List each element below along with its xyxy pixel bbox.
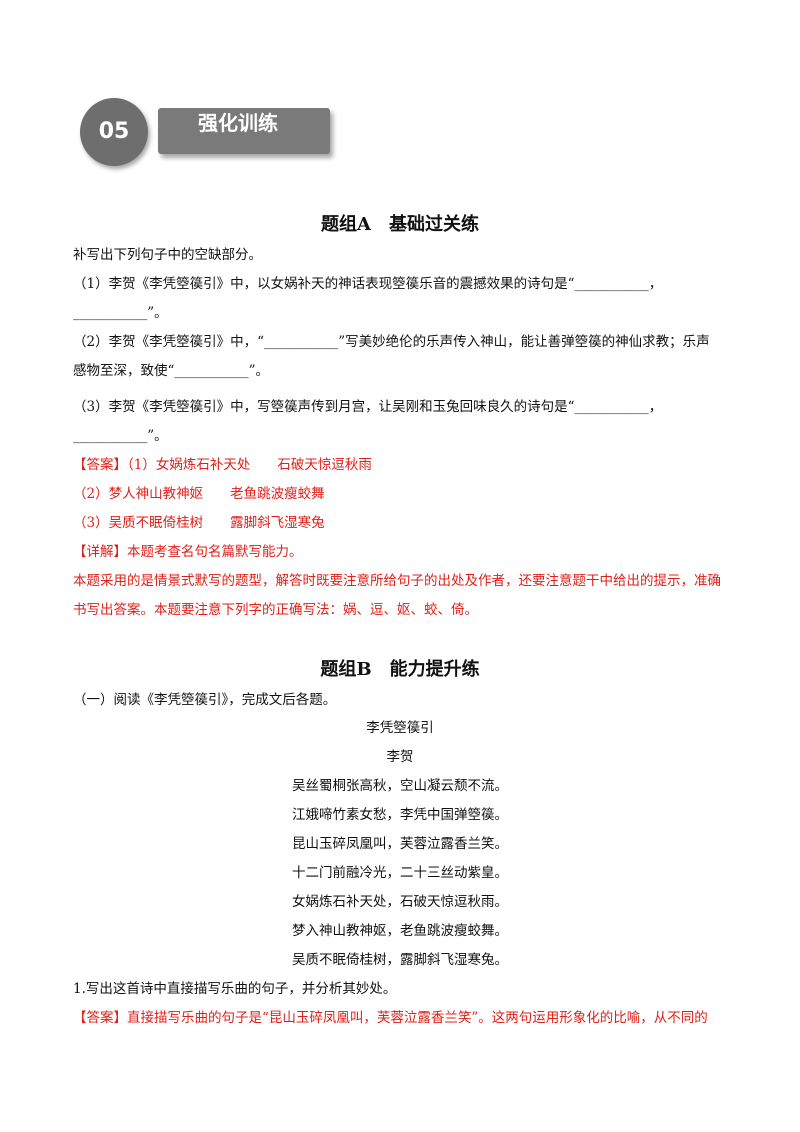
detail-1: 【详解】本题考查名句名篇默写能力。 <box>73 544 303 560</box>
poem-author: 李贺 <box>386 749 414 765</box>
answer-2: （2）梦人神山教神妪 老鱼跳波瘦蛟舞 <box>73 486 325 502</box>
answer-1: 【答案】（1）女娲炼石补天处 石破天惊逗秋雨 <box>73 457 372 473</box>
poem-line: 吴丝蜀桐张高秋，空山凝云颓不流。 <box>292 778 508 794</box>
group-a-title: 题组A 基础过关练 <box>321 214 479 235</box>
q2-line1: （2）李贺《李凭箜篌引》中，“___________”写美妙绝伦的乐声传入神山，… <box>73 334 710 350</box>
q1-line1: （1）李贺《李凭箜篌引》中，以女娲补天的神话表现箜篌乐音的震撼效果的诗句是“__… <box>73 276 663 292</box>
answer-3: （3）吴质不眠倚桂树 露脚斜飞湿寒兔 <box>73 515 325 531</box>
badge-circle <box>80 98 148 166</box>
poem-line: 女娲炼石补天处，石破天惊逗秋雨。 <box>292 894 508 910</box>
q3-line1: （3）李贺《李凭箜篌引》中，写箜篌声传到月宫，让吴刚和玉兔回味良久的诗句是“__… <box>73 399 663 415</box>
group-b-title: 题组B 能力提升练 <box>320 659 480 680</box>
group-a-instruction: 补写出下列句子中的空缺部分。 <box>73 247 262 263</box>
poem-line: 吴质不眠倚桂树，露脚斜飞湿寒兔。 <box>292 952 508 968</box>
section-badge: 05 强化训练 <box>80 98 340 170</box>
group-b-intro: （一）阅读《李凭箜篌引》，完成文后各题。 <box>73 692 337 708</box>
poem-line: 昆山玉碎凤凰叫，芙蓉泣露香兰笑。 <box>292 836 508 852</box>
poem-line: 江娥啼竹素女愁，李凭中国弹箜篌。 <box>292 807 508 823</box>
q2-line2: 感物至深，致使“___________”。 <box>73 363 270 379</box>
poem-line: 十二门前融冷光，二十三丝动紫皇。 <box>292 865 508 881</box>
badge-title: 强化训练 <box>198 111 278 135</box>
poem-line: 梦入神山教神妪，老鱼跳波瘦蛟舞。 <box>292 923 508 939</box>
question-1: 1.写出这首诗中直接描写乐曲的句子，并分析其妙处。 <box>73 981 397 997</box>
badge-number: 05 <box>98 119 130 144</box>
badge-bar <box>158 108 330 154</box>
question-1-answer: 【答案】直接描写乐曲的句子是“昆山玉碎凤凰叫，芙蓉泣露香兰笑”。这两句运用形象化… <box>73 1010 708 1026</box>
detail-2: 本题采用的是情景式默写的题型，解答时既要注意所给句子的出处及作者，还要注意题干中… <box>73 573 721 589</box>
detail-3: 书写出答案。本题要注意下列字的正确写法：娲、逗、妪、蛟、倚。 <box>73 602 478 618</box>
q1-line2: ___________”。 <box>73 305 168 321</box>
poem-title: 李凭箜篌引 <box>366 720 434 736</box>
q3-line2: ___________”。 <box>73 428 168 444</box>
